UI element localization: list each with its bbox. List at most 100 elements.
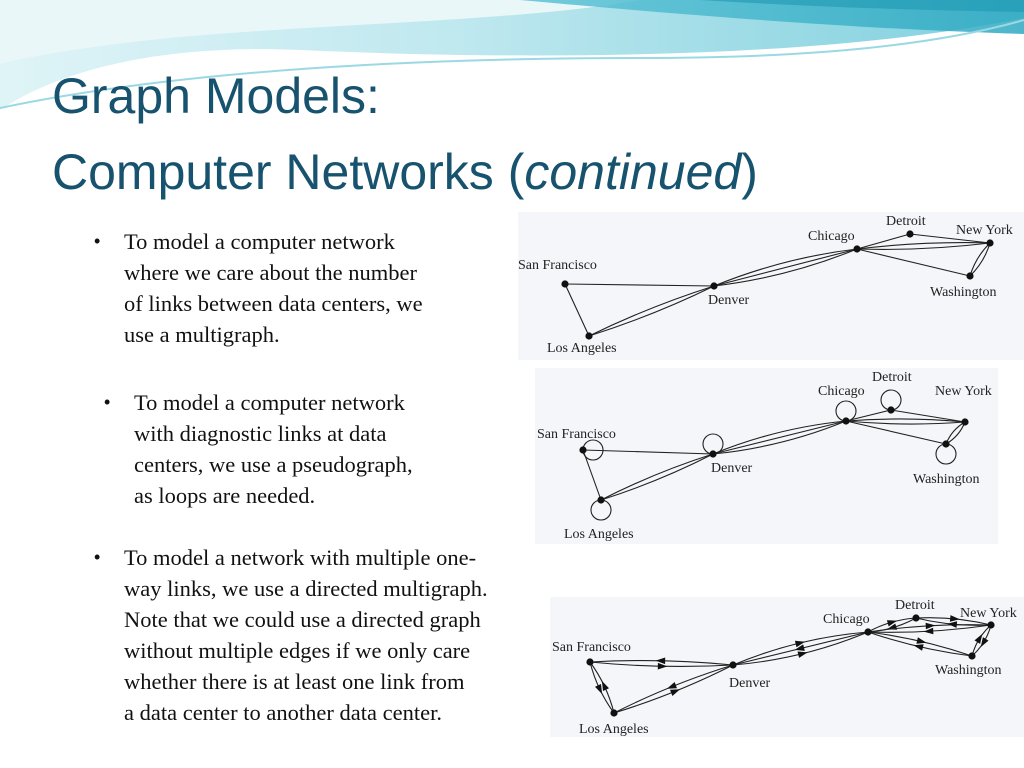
- arc-chicago-to-washington: [867, 631, 973, 657]
- bullet-text-line: without multiple edges if we only care: [124, 638, 471, 663]
- bullet-dot: •: [94, 547, 101, 567]
- title-line-2-suffix: ): [741, 144, 758, 200]
- edge-new-york-washington: [969, 242, 991, 277]
- edge-detroit-new-york: [909, 233, 991, 244]
- bullet-item: • To model a network with multiple one- …: [94, 542, 488, 728]
- edge-chicago-detroit: [856, 233, 911, 250]
- arrowhead-denver-to-chicago: [794, 640, 805, 648]
- node-chicago: [853, 245, 861, 253]
- bullet-pseudograph: • To model a computer network with diagn…: [104, 387, 413, 511]
- bullet-text-line: To model a network with multiple one-: [124, 545, 477, 570]
- arrowhead-los-angeles-to-denver: [670, 689, 681, 696]
- node-label-chicago: Chicago: [808, 229, 855, 244]
- arc-washington-to-chicago: [867, 631, 973, 657]
- node-detroit: [887, 406, 895, 414]
- node-new-york: [986, 239, 994, 247]
- edge-denver-chicago: [713, 248, 858, 287]
- edge-chicago-washington: [856, 248, 971, 277]
- bullet-item: • To model a computer network where we c…: [94, 226, 423, 350]
- arc-san-francisco-to-los-angeles: [589, 661, 615, 714]
- edge-san-francisco-denver: [582, 449, 714, 455]
- node-label-new-york: New York: [960, 606, 1017, 621]
- node-washington: [968, 652, 976, 660]
- node-new-york: [961, 418, 969, 426]
- node-denver: [729, 661, 737, 669]
- arc-detroit-to-chicago: [867, 617, 917, 633]
- bullet-text-line: with diagnostic links at data: [134, 421, 387, 446]
- node-label-chicago: Chicago: [823, 612, 870, 627]
- slide-title: Graph Models: Computer Networks (continu…: [52, 58, 758, 210]
- bullet-text-line: whether there is at least one link from: [124, 669, 465, 694]
- node-label-los-angeles: Los Angeles: [564, 527, 634, 542]
- node-san-francisco: [579, 446, 587, 454]
- node-label-detroit: Detroit: [895, 598, 935, 613]
- node-label-washington: Washington: [913, 472, 980, 487]
- title-line-2: Computer Networks (continued): [52, 134, 758, 210]
- edge-chicago-new-york: [856, 242, 991, 250]
- arrowhead-chicago-to-detroit: [886, 620, 897, 627]
- node-label-detroit: Detroit: [872, 370, 912, 385]
- edge-chicago-new-york: [856, 242, 991, 250]
- arrowhead-denver-to-chicago: [797, 651, 808, 658]
- bullet-directed-multigraph: • To model a network with multiple one- …: [94, 542, 488, 728]
- node-label-san-francisco: San Francisco: [518, 258, 597, 273]
- node-detroit: [906, 230, 914, 238]
- edge-los-angeles-denver: [600, 453, 714, 501]
- node-chicago: [842, 417, 850, 425]
- bullet-text-line: To model a computer network: [124, 229, 395, 254]
- header-swoosh-decoration: [0, 0, 1024, 110]
- node-san-francisco: [586, 658, 594, 666]
- title-line-1: Graph Models:: [52, 68, 380, 124]
- arc-los-angeles-to-san-francisco: [589, 661, 615, 714]
- node-los-angeles: [597, 496, 605, 504]
- edge-chicago-new-york: [845, 420, 966, 425]
- arrowhead-san-francisco-to-denver: [657, 662, 668, 670]
- arrowhead-los-angeles-to-san-francisco: [601, 680, 609, 691]
- edge-denver-chicago: [712, 420, 847, 455]
- edge-denver-chicago: [712, 420, 847, 455]
- node-label-washington: Washington: [930, 285, 997, 300]
- arrowhead-new-york-to-chicago: [923, 627, 934, 635]
- bullet-multigraph: • To model a computer network where we c…: [94, 226, 423, 350]
- arrowhead-chicago-to-denver: [794, 644, 805, 651]
- arrowhead-denver-to-los-angeles: [666, 682, 677, 689]
- node-chicago: [864, 628, 872, 636]
- edge-chicago-new-york: [845, 418, 966, 423]
- arrowhead-new-york-to-detroit: [947, 621, 958, 628]
- node-denver: [710, 282, 718, 290]
- node-label-new-york: New York: [956, 223, 1013, 238]
- node-san-francisco: [561, 280, 569, 288]
- node-label-san-francisco: San Francisco: [537, 427, 616, 442]
- node-detroit: [912, 614, 920, 622]
- arrowhead-chicago-to-new-york: [925, 622, 936, 630]
- node-denver: [709, 450, 717, 458]
- edge-new-york-washington: [945, 421, 966, 445]
- edge-san-francisco-los-angeles: [582, 449, 602, 501]
- arrowhead-washington-to-new-york: [974, 633, 983, 644]
- bullet-dot: •: [94, 231, 101, 251]
- arc-chicago-to-detroit: [867, 617, 917, 633]
- node-label-washington: Washington: [935, 663, 1002, 678]
- title-italic-word: continued: [524, 144, 742, 200]
- node-label-denver: Denver: [729, 676, 771, 691]
- node-los-angeles: [585, 332, 593, 340]
- edge-los-angeles-denver: [588, 285, 715, 337]
- arc-denver-to-los-angeles: [613, 664, 734, 714]
- edge-denver-chicago: [713, 248, 858, 287]
- node-label-chicago: Chicago: [818, 384, 865, 399]
- arrowhead-new-york-to-washington: [980, 637, 989, 648]
- node-label-new-york: New York: [935, 384, 992, 399]
- bullet-text-line: where we care about the number: [124, 260, 417, 285]
- edge-chicago-washington: [845, 420, 947, 445]
- node-label-detroit: Detroit: [886, 214, 926, 229]
- arrowhead-chicago-to-washington: [916, 637, 927, 644]
- bullet-item: • To model a computer network with diagn…: [104, 387, 413, 511]
- edge-los-angeles-denver: [588, 285, 715, 337]
- node-label-los-angeles: Los Angeles: [547, 341, 617, 356]
- bullet-text-line: use a multigraph.: [124, 322, 280, 347]
- bullet-text-line: Note that we could use a directed graph: [124, 607, 481, 632]
- arrowhead-denver-to-san-francisco: [655, 657, 666, 665]
- node-washington: [966, 272, 974, 280]
- bullet-text-line: way links, we use a directed multigraph.: [124, 576, 488, 601]
